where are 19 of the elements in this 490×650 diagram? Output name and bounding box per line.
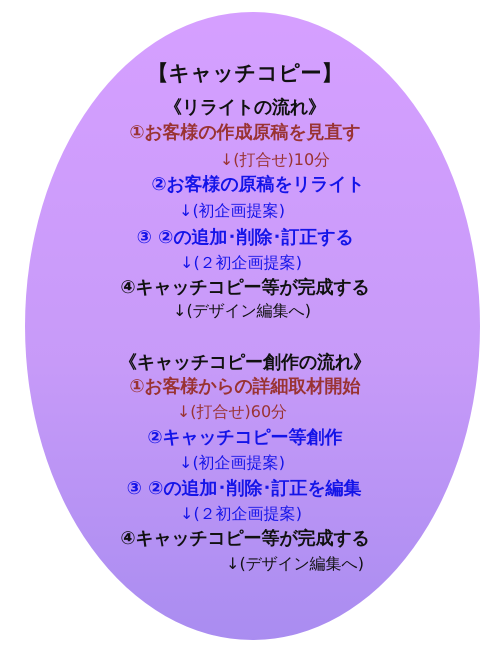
section-heading: 《キャッチコピー創作の流れ》 (119, 353, 371, 374)
step-text: ③ ②の追加･削除･訂正を編集 (126, 479, 362, 500)
arrow-note-text: ↓(デザイン編集へ) (173, 302, 311, 320)
arrow-note-text: ↓(デザイン編集へ) (226, 555, 364, 574)
step-text: ④キャッチコピー等が完成する (120, 278, 370, 299)
section-heading: 《リライトの流れ》 (164, 98, 326, 119)
step-text: ①お客様の作成原稿を見直す (129, 123, 361, 144)
arrow-note-text: ↓(２初企画提案) (180, 254, 302, 272)
arrow-note-text: ↓(初企画提案) (179, 454, 285, 472)
step-text: ①お客様からの詳細取材開始 (129, 377, 361, 398)
step-text: ②お客様の原稿をリライト (151, 175, 365, 196)
arrow-note-text: ↓(２初企画提案) (180, 505, 302, 524)
arrow-note-text: ↓(打合せ)60分 (176, 403, 288, 422)
step-text: ④キャッチコピー等が完成する (120, 529, 370, 550)
step-text: ②キャッチコピー等創作 (147, 428, 343, 449)
arrow-note-text: ↓(打合せ)10分 (220, 151, 330, 170)
step-text: ③ ②の追加･削除･訂正する (136, 228, 354, 249)
arrow-note-text: ↓(初企画提案) (179, 202, 285, 220)
title: 【キャッチコピー】 (148, 61, 342, 86)
